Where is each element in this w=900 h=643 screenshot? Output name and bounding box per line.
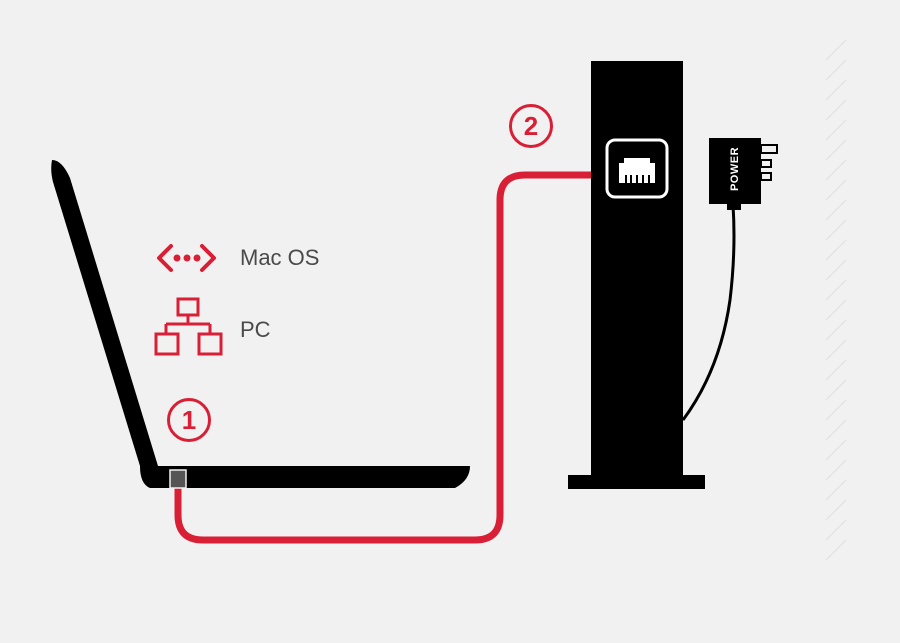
power-adapter-label: POWER <box>729 146 741 192</box>
ethernet-arrows-icon <box>157 244 216 272</box>
power-adapter <box>709 138 761 204</box>
step-1-marker: 1 <box>167 398 211 442</box>
ethernet-cable <box>174 171 592 544</box>
wall-hatching <box>825 39 847 561</box>
laptop-base <box>140 466 470 488</box>
router-ethernet-port-icon <box>605 138 669 199</box>
legend-pc-label: PC <box>240 317 271 342</box>
network-tree-icon <box>154 297 223 356</box>
legend-mac-label: Mac OS <box>240 245 320 270</box>
laptop-lid <box>51 160 159 466</box>
laptop-ethernet-port <box>169 469 187 489</box>
power-plug-prongs <box>760 144 778 181</box>
router-tower <box>591 61 683 477</box>
step-2-marker: 2 <box>509 104 553 148</box>
router-stand <box>568 475 705 489</box>
power-cord <box>681 204 736 421</box>
